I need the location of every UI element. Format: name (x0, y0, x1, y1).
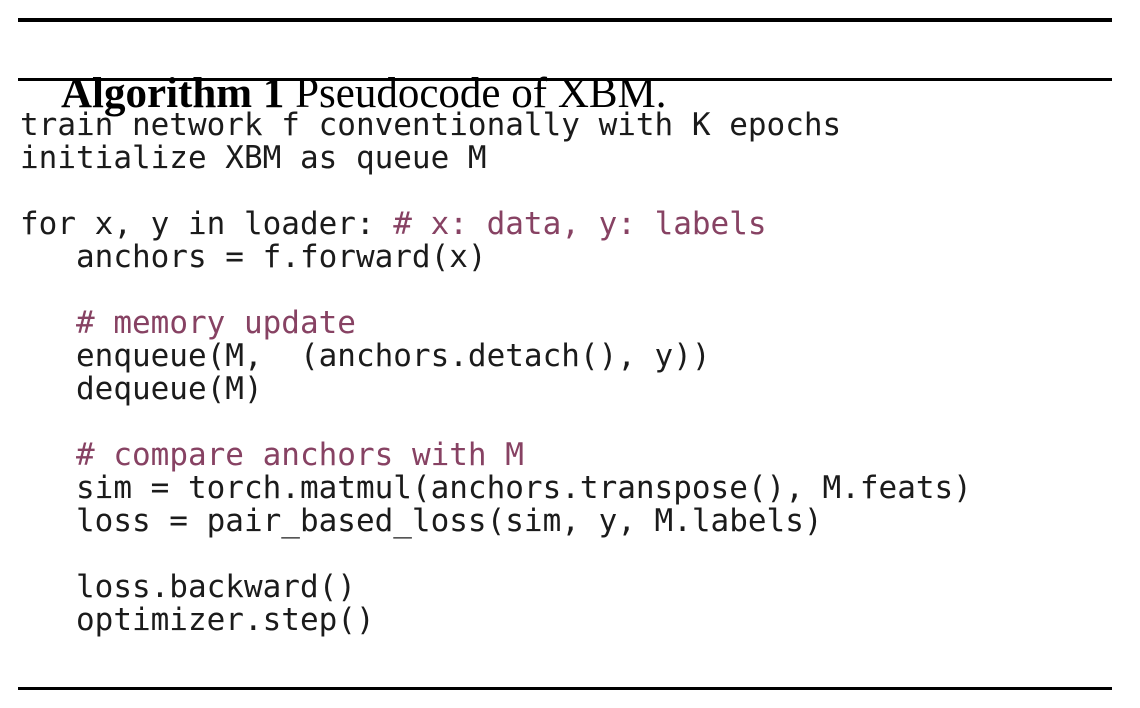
algorithm-title: Pseudocode of XBM. (284, 70, 667, 117)
code-line (20, 274, 972, 307)
code-segment: train network f conventionally with K ep… (20, 107, 842, 143)
code-line (20, 538, 972, 571)
code-segment: loss = pair_based_loss(sim, y, M.labels) (20, 503, 823, 539)
code-line: sim = torch.matmul(anchors.transpose(), … (20, 472, 972, 505)
code-comment-segment: # x: data, y: labels (393, 206, 767, 242)
code-line (20, 406, 972, 439)
code-line: dequeue(M) (20, 373, 972, 406)
pseudocode-block: train network f conventionally with K ep… (20, 109, 972, 637)
code-segment: for x, y in loader: (20, 206, 394, 242)
code-line: initialize XBM as queue M (20, 142, 972, 175)
code-line: loss.backward() (20, 571, 972, 604)
code-line: optimizer.step() (20, 604, 972, 637)
code-line: loss = pair_based_loss(sim, y, M.labels) (20, 505, 972, 538)
code-segment (20, 437, 76, 473)
code-segment: anchors = f.forward(x) (20, 239, 487, 275)
code-segment: sim = torch.matmul(anchors.transpose(), … (20, 470, 972, 506)
code-line: # memory update (20, 307, 972, 340)
code-segment: dequeue(M) (20, 371, 263, 407)
code-segment: loss.backward() (20, 569, 356, 605)
algorithm-number-label: Algorithm 1 (61, 70, 285, 117)
code-segment (20, 305, 76, 341)
code-segment: initialize XBM as queue M (20, 140, 487, 176)
header-divider-rule (18, 78, 1112, 81)
bottom-rule (18, 687, 1112, 690)
code-line: enqueue(M, (anchors.detach(), y)) (20, 340, 972, 373)
code-line: # compare anchors with M (20, 439, 972, 472)
top-rule (18, 18, 1112, 22)
code-comment-segment: # memory update (76, 305, 356, 341)
code-segment: enqueue(M, (anchors.detach(), y)) (20, 338, 711, 374)
code-line (20, 175, 972, 208)
code-line: for x, y in loader: # x: data, y: labels (20, 208, 972, 241)
code-comment-segment: # compare anchors with M (76, 437, 524, 473)
code-segment: optimizer.step() (20, 602, 375, 638)
algorithm-header: Algorithm 1 Pseudocode of XBM. (18, 19, 667, 169)
code-line: train network f conventionally with K ep… (20, 109, 972, 142)
code-line: anchors = f.forward(x) (20, 241, 972, 274)
